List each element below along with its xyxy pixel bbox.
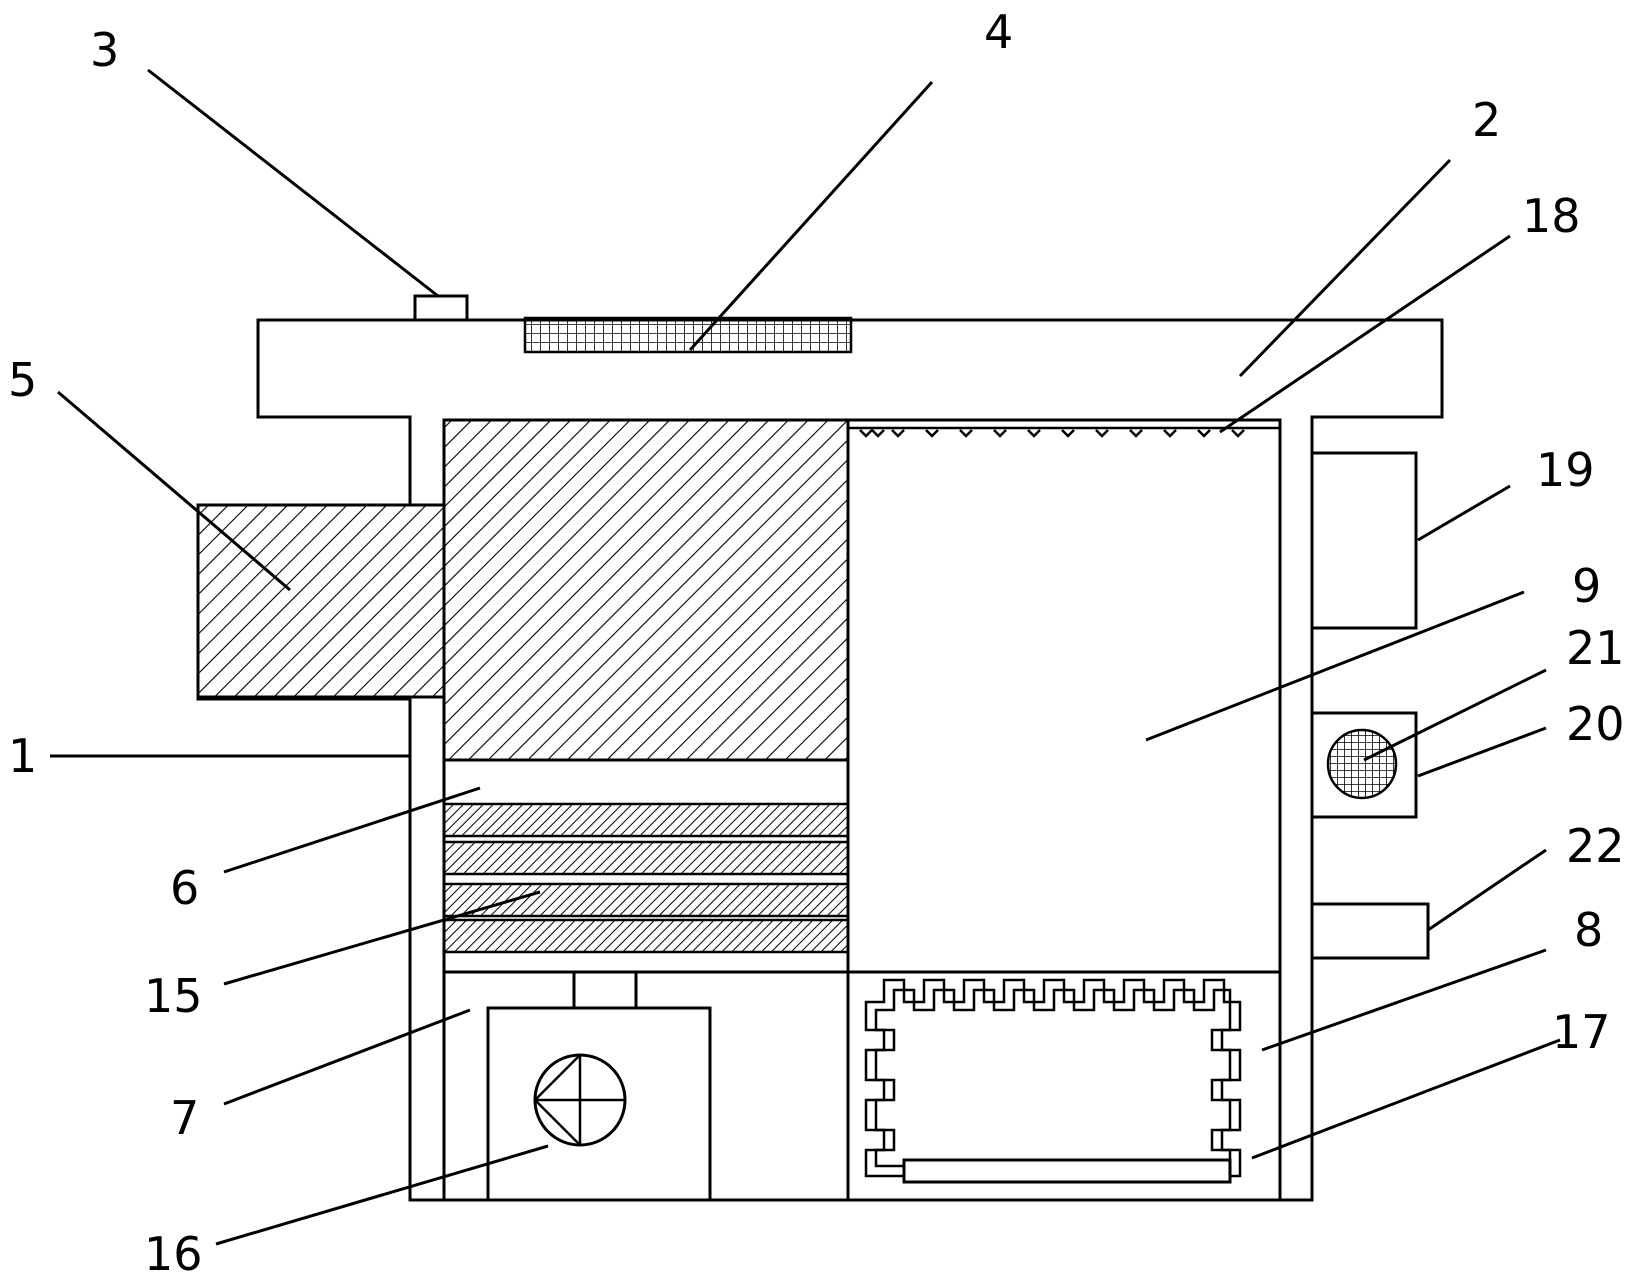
label-16: 16	[144, 1227, 203, 1281]
leader-2	[1238, 158, 1452, 378]
side-box-22	[1310, 902, 1430, 960]
leader-16	[215, 1144, 549, 1246]
filter-layer-3	[442, 882, 850, 918]
label-3: 3	[90, 23, 119, 77]
label-22: 22	[1566, 819, 1625, 873]
label-9: 9	[1572, 559, 1601, 613]
label-21: 21	[1566, 621, 1625, 675]
label-6: 6	[170, 861, 199, 915]
leader-19	[1417, 484, 1511, 542]
wave-strip	[859, 428, 1245, 438]
leader-8	[1261, 948, 1547, 1052]
label-18: 18	[1522, 189, 1581, 243]
label-5: 5	[8, 353, 37, 407]
label-8: 8	[1574, 903, 1603, 957]
tray-inner	[874, 988, 1232, 1168]
leader-9	[1145, 590, 1525, 742]
label-19: 19	[1536, 443, 1595, 497]
filter-layer-2	[442, 840, 850, 876]
leader-4	[688, 80, 934, 352]
bottom-plate	[902, 1158, 1232, 1184]
vent-grid	[523, 316, 853, 354]
leader-21	[1363, 668, 1547, 762]
leader-6	[223, 786, 481, 874]
leader-17	[1251, 1038, 1561, 1160]
leader-3	[147, 68, 439, 298]
filter-layer-1	[442, 802, 850, 838]
leader-7	[223, 1008, 471, 1106]
leader-22	[1427, 848, 1547, 932]
side-box-19	[1310, 451, 1418, 630]
leader-5	[57, 390, 291, 592]
leader-20	[1417, 726, 1547, 778]
hatched-block	[196, 418, 850, 762]
label-17: 17	[1552, 1005, 1611, 1059]
motor-cross	[533, 1054, 625, 1146]
tray-outline	[864, 978, 1242, 1178]
label-2: 2	[1472, 93, 1501, 147]
filter-layer-4	[442, 918, 850, 954]
label-7: 7	[170, 1091, 199, 1145]
button	[413, 294, 469, 322]
label-4: 4	[984, 5, 1013, 59]
label-20: 20	[1566, 697, 1625, 751]
leader-15	[223, 890, 541, 986]
leader-18	[1219, 234, 1511, 434]
motor-shaft	[572, 970, 638, 1010]
grid-knob	[1326, 728, 1398, 800]
label-15: 15	[144, 969, 203, 1023]
label-1: 1	[8, 729, 37, 783]
